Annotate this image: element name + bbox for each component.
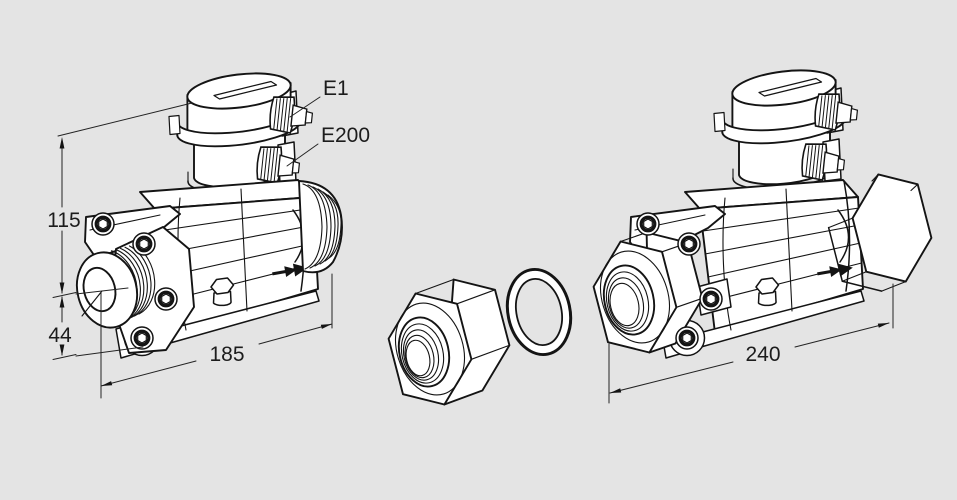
left-flowmeter: [75, 68, 343, 358]
chamfer-circle: [395, 302, 465, 396]
threaded-port-left: [75, 226, 195, 354]
union-nut-mounted-right: [827, 173, 933, 292]
dimension-185-text: 185: [209, 343, 244, 366]
cap-screw: [90, 211, 116, 237]
dimension-44: 44: [48, 296, 144, 360]
cap-screw: [674, 325, 700, 351]
label-e200-text: E200: [321, 124, 370, 147]
label-e1: E1: [289, 77, 349, 118]
dimension-44-text: 44: [48, 324, 72, 347]
dimension-115: 115: [47, 102, 193, 298]
cap-screw: [635, 211, 661, 237]
o-ring-seal: [505, 267, 573, 357]
dimension-185: 185: [100, 273, 333, 399]
sensor-head: [169, 68, 314, 192]
dimension-240: 240: [608, 283, 894, 404]
internal-threads: [605, 271, 650, 332]
label-e200: E200: [286, 124, 370, 167]
label-e1-text: E1: [323, 77, 349, 100]
dimension-115-text: 115: [47, 209, 80, 232]
cap-screw: [676, 231, 702, 257]
union-nut-loose: [387, 278, 511, 406]
dimension-240-text: 240: [745, 343, 780, 366]
union-nut-mounted-left: [592, 231, 704, 354]
threaded-port-right: [298, 180, 343, 274]
cap-screw: [131, 231, 157, 257]
cap-screw: [129, 325, 155, 351]
right-flowmeter: [592, 65, 933, 358]
cap-screw: [698, 286, 724, 312]
internal-threads: [400, 323, 445, 384]
cap-screw: [153, 286, 179, 312]
sensor-head: [714, 65, 859, 189]
